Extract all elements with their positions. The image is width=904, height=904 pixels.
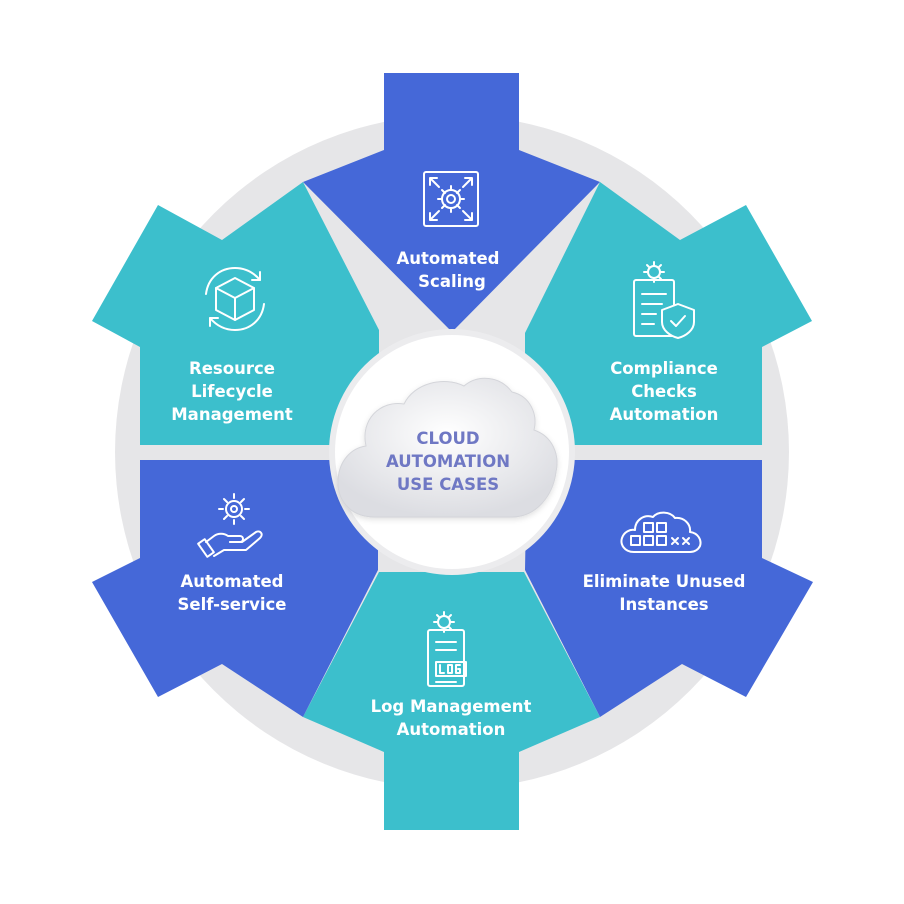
compliance-checks-line-2: Checks (631, 382, 697, 401)
segment-log-management-shape (303, 572, 600, 830)
segment-log-management[interactable] (303, 572, 600, 830)
compliance-shield-icon (633, 261, 695, 339)
automated-self-service-line-1: Automated (181, 572, 284, 591)
resource-lifecycle-line-1: Resource (189, 359, 275, 378)
log-management-line-2: Automation (397, 720, 506, 739)
automated-scaling-line-2: Scaling (418, 272, 486, 291)
compliance-checks-line-1: Compliance (610, 359, 718, 378)
cube-cycle-icon (205, 267, 265, 331)
automated-self-service-line-2: Self-service (178, 595, 287, 614)
cloud-instances-icon (620, 511, 702, 553)
segment-automated-self-service-shape (92, 460, 378, 717)
cloud-icon (337, 377, 558, 518)
center-line-1: CLOUD (416, 429, 479, 448)
hand-gear-icon (197, 493, 263, 558)
automated-scaling-line-1: Automated (397, 249, 500, 268)
eliminate-unused-line-1: Eliminate Unused (583, 572, 746, 591)
segment-eliminate-unused[interactable] (525, 460, 813, 717)
segment-eliminate-unused-shape (525, 460, 813, 717)
center-line-2: AUTOMATION (386, 452, 510, 471)
log-management-line-1: Log Management (371, 697, 532, 716)
scaling-gear-icon (423, 171, 479, 227)
eliminate-unused-line-2: Instances (619, 595, 708, 614)
compliance-checks-line-3: Automation (610, 405, 719, 424)
log-file-gear-icon (427, 611, 467, 687)
resource-lifecycle-line-2: Lifecycle (191, 382, 273, 401)
segment-automated-self-service[interactable] (92, 460, 378, 717)
resource-lifecycle-line-3: Management (171, 405, 293, 424)
center-line-3: USE CASES (397, 475, 499, 494)
